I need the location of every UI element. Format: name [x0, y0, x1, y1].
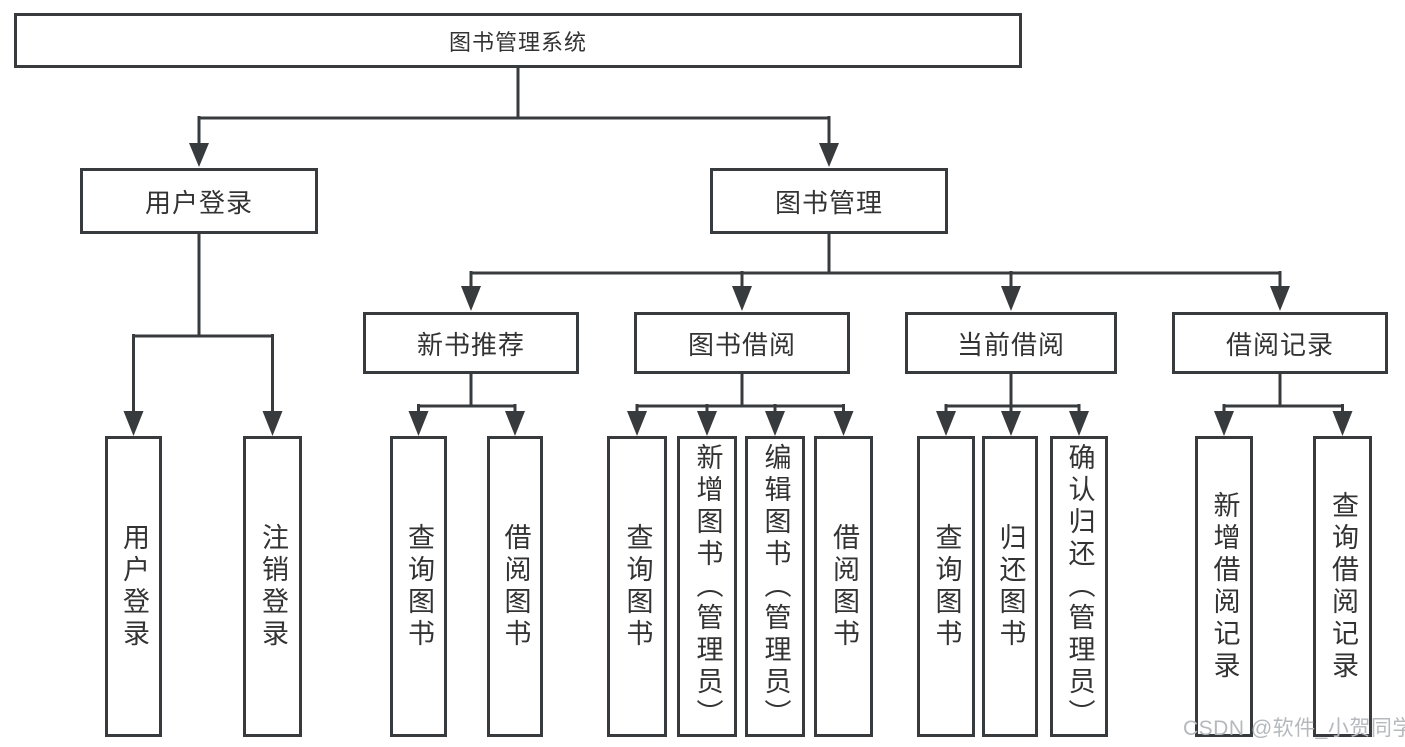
node-borrow-books-recommend-label: 借阅图书 — [500, 522, 531, 651]
node-add-book-admin: 新增图书（管理员） — [677, 436, 737, 737]
node-logout: 注销登录 — [243, 436, 302, 737]
node-add-book-admin-label: 新增图书（管理员） — [692, 442, 723, 731]
node-query-books-recommend: 查询图书 — [390, 436, 447, 737]
node-user-login-label: 用户登录 — [144, 187, 253, 218]
node-query-books-current-label: 查询图书 — [931, 522, 962, 651]
node-confirm-return-admin-label: 确认归还（管理员） — [1064, 442, 1095, 731]
node-borrow-records: 借阅记录 — [1172, 312, 1388, 374]
node-query-books-borrow: 查询图书 — [607, 436, 667, 737]
node-user-login-action-label: 用户登录 — [119, 522, 149, 651]
node-current-borrow: 当前借阅 — [905, 312, 1117, 374]
node-borrow-books-action: 借阅图书 — [814, 436, 873, 737]
node-book-management-label: 图书管理 — [774, 187, 883, 218]
node-edit-book-admin-label: 编辑图书（管理员） — [760, 442, 791, 731]
node-add-borrow-record: 新增借阅记录 — [1195, 436, 1253, 737]
node-borrow-books-action-label: 借阅图书 — [829, 522, 859, 651]
node-user-login: 用户登录 — [80, 168, 318, 234]
node-borrow-records-label: 借阅记录 — [1225, 329, 1334, 360]
node-book-borrow-label: 图书借阅 — [687, 329, 796, 360]
node-root: 图书管理系统 — [14, 13, 1022, 68]
watermark: CSDN @软件_小贺同学 — [1183, 717, 1405, 740]
node-query-borrow-record-label: 查询借阅记录 — [1328, 490, 1358, 683]
node-book-borrow: 图书借阅 — [634, 312, 850, 374]
node-return-book-label: 归还图书 — [995, 522, 1026, 651]
node-add-borrow-record-label: 新增借阅记录 — [1209, 490, 1240, 683]
node-user-login-action: 用户登录 — [105, 436, 162, 737]
node-root-label: 图书管理系统 — [448, 29, 587, 55]
node-confirm-return-admin: 确认归还（管理员） — [1050, 436, 1108, 737]
node-query-borrow-record: 查询借阅记录 — [1313, 436, 1372, 737]
node-new-book-recommend-label: 新书推荐 — [416, 329, 525, 360]
node-book-management: 图书管理 — [710, 168, 948, 234]
node-query-books-recommend-label: 查询图书 — [404, 522, 434, 651]
node-edit-book-admin: 编辑图书（管理员） — [745, 436, 805, 737]
node-logout-label: 注销登录 — [258, 522, 288, 651]
node-borrow-books-recommend: 借阅图书 — [487, 436, 543, 737]
node-query-books-borrow-label: 查询图书 — [622, 522, 653, 651]
node-return-book: 归还图书 — [982, 436, 1038, 737]
node-new-book-recommend: 新书推荐 — [363, 312, 579, 374]
node-query-books-current: 查询图书 — [917, 436, 975, 737]
node-current-borrow-label: 当前借阅 — [956, 329, 1065, 360]
